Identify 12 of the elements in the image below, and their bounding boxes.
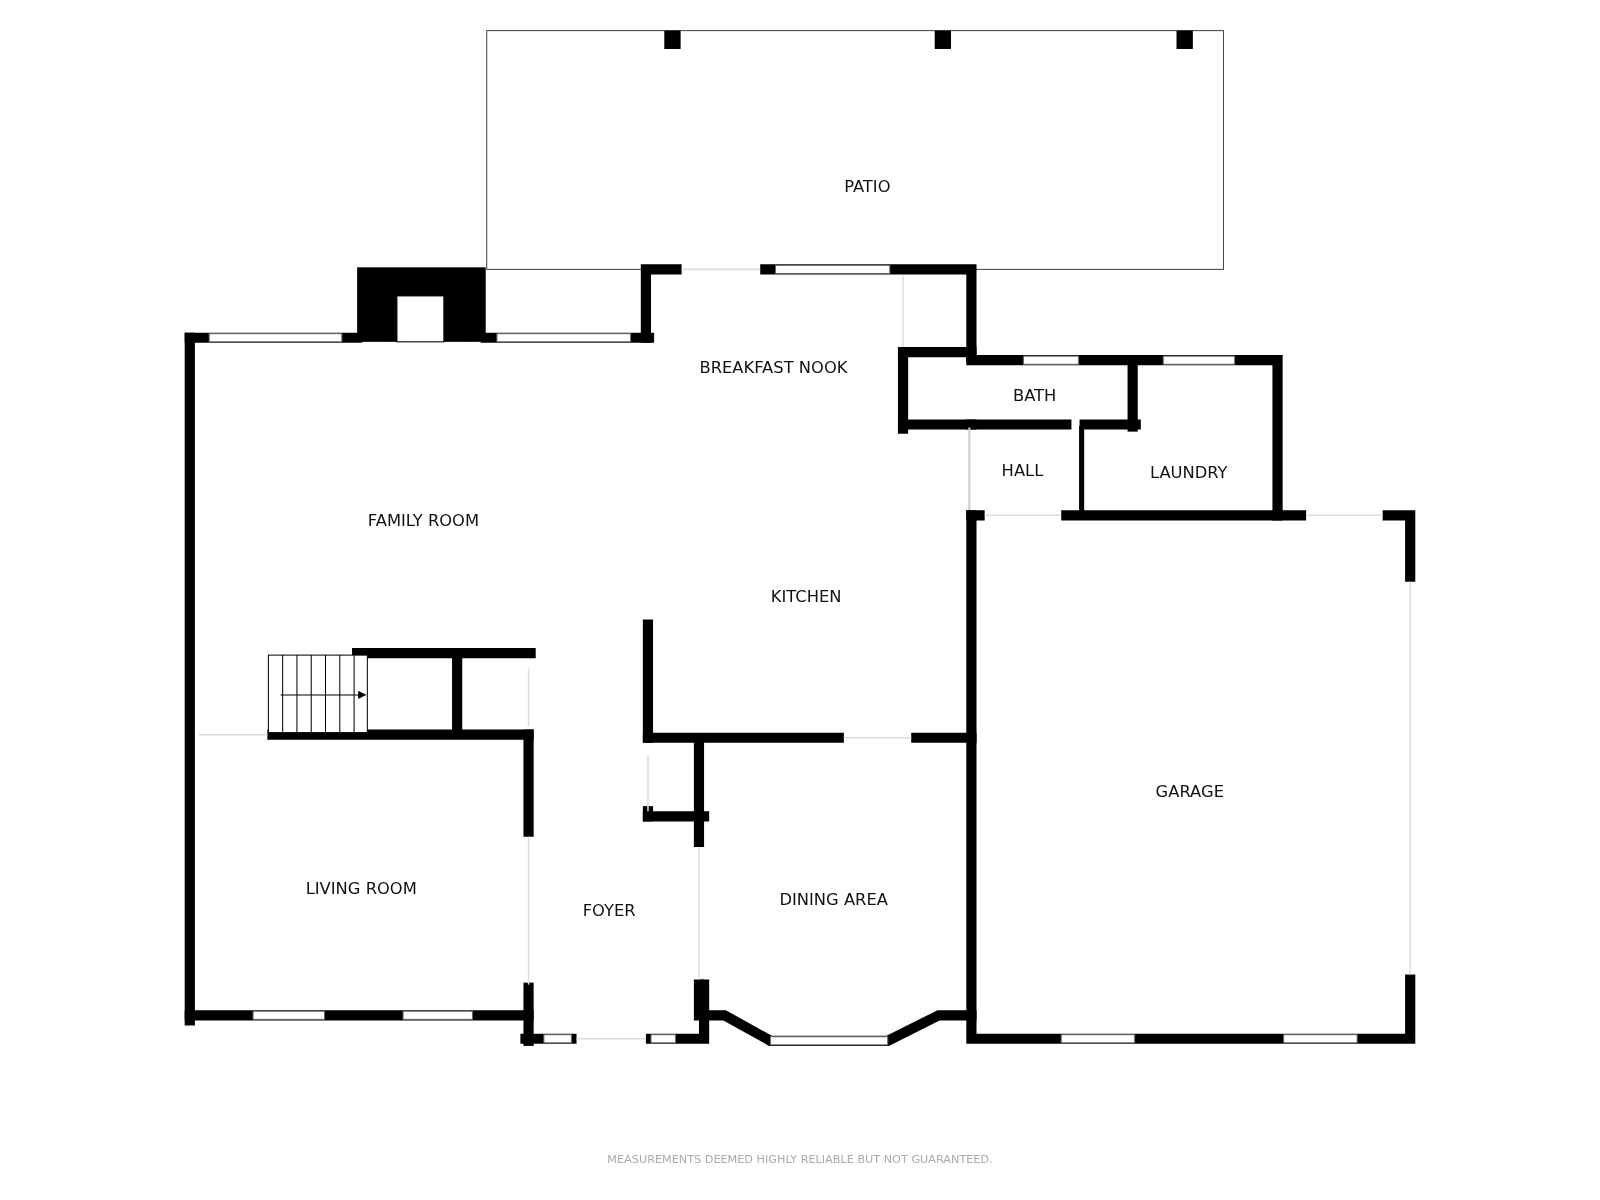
- room-label: FOYER: [582, 900, 636, 920]
- room-label: HALL: [1001, 460, 1044, 481]
- room-label: PATIO: [844, 177, 891, 197]
- room-label: DINING AREA: [779, 889, 888, 909]
- room-label: FAMILY ROOM: [367, 510, 480, 531]
- room-label: LAUNDRY: [1149, 462, 1228, 483]
- disclaimer-text: MEASUREMENTS DEEMED HIGHLY RELIABLE BUT NOT GUARANTEED.: [607, 1152, 993, 1166]
- room-label: BREAKFAST NOOK: [699, 357, 848, 378]
- room-label: KITCHEN: [770, 586, 842, 606]
- room-label: BATH: [1013, 385, 1057, 405]
- room-label: LIVING ROOM: [305, 879, 417, 899]
- room-label: GARAGE: [1155, 782, 1224, 802]
